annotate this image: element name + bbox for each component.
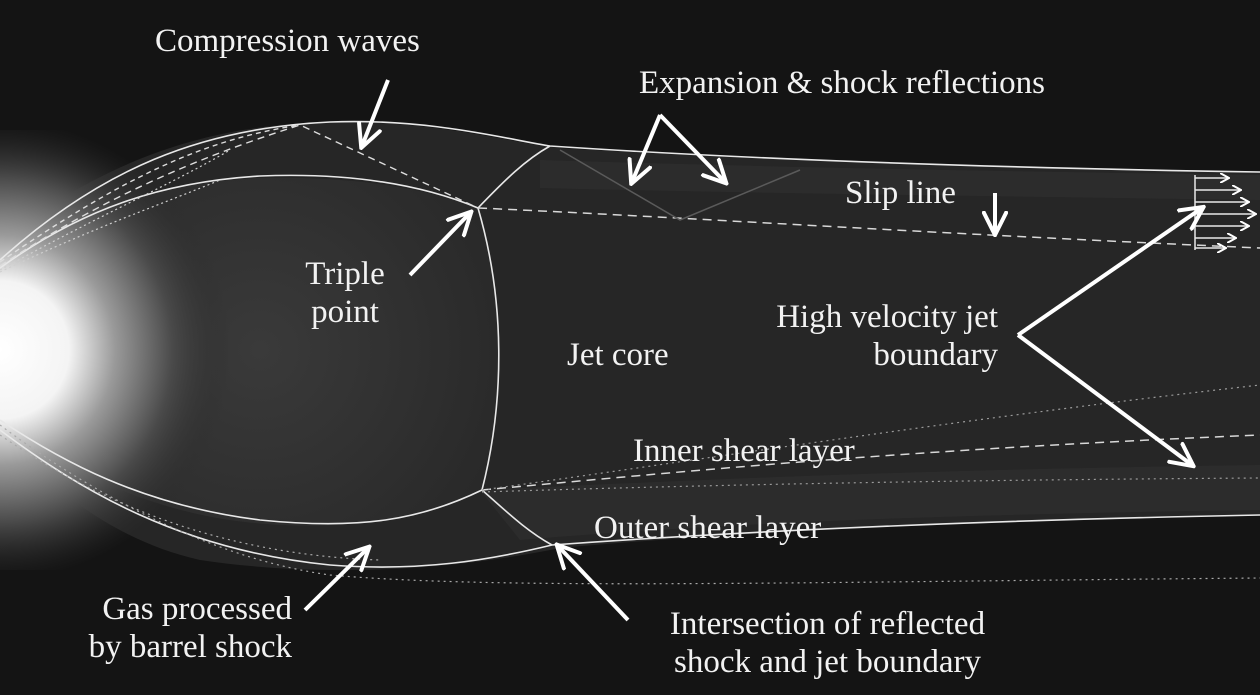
jet-boundary-upper (0, 120, 1260, 261)
inner-shear-dotted (481, 384, 1260, 491)
label-intersection-line-2: shock and jet boundary (673, 644, 981, 680)
label-triple-point: Triple point (295, 255, 395, 331)
reflected-shock-upper (477, 145, 551, 209)
jet-boundary-lower (0, 429, 1260, 568)
label-intersection-line-1: Intersection of reflected (669, 606, 986, 642)
mach-disk (477, 207, 500, 491)
arrow-expansion-right (658, 113, 725, 182)
barrel-shock-lower (0, 419, 483, 525)
label-high-velocity-line-1: High velocity jet (776, 299, 998, 335)
compression-wave-2 (0, 124, 479, 267)
arrow-gas-processed (303, 548, 368, 612)
label-gas-processed: Gas processed by barrel shock (40, 590, 292, 666)
compression-wave-1 (0, 124, 301, 263)
arrow-triple-point (408, 213, 470, 277)
slip-line-upper (477, 207, 1260, 249)
label-jet-core: Jet core (567, 337, 669, 373)
label-outer-shear-layer: Outer shear layer (594, 510, 822, 546)
label-triple-point-line-2: point (311, 294, 379, 330)
label-high-velocity-jet-boundary: High velocity jet boundary (718, 298, 998, 374)
nozzle-exit-glow (0, 130, 260, 570)
arrow-expansion-left (632, 114, 662, 182)
label-intersection: Intersection of reflected shock and jet … (630, 605, 1025, 681)
annotation-arrows (303, 79, 1202, 622)
reflected-shock-lower (481, 489, 553, 546)
arrow-compression-waves (362, 79, 390, 146)
compression-wave-4 (0, 179, 221, 273)
barrel-shock-upper (0, 174, 479, 269)
label-gas-processed-line-1: Gas processed (102, 591, 292, 627)
label-compression-waves: Compression waves (155, 23, 420, 59)
arrow-high-velocity-upper (1016, 208, 1202, 337)
slip-line-lower (481, 434, 1260, 491)
label-gas-processed-line-2: by barrel shock (88, 629, 292, 665)
label-high-velocity-line-2: boundary (873, 337, 998, 373)
label-slip-line: Slip line (845, 175, 956, 211)
arrow-high-velocity-lower (1016, 333, 1192, 465)
label-triple-point-line-1: Triple (305, 256, 385, 292)
compression-wave-3 (0, 149, 231, 271)
label-inner-shear-layer: Inner shear layer (633, 433, 855, 469)
expansion-faint-lines (559, 149, 801, 221)
inner-shear-dotted-2 (481, 477, 1260, 493)
arrow-intersection (558, 546, 630, 622)
label-expansion-shock-reflections: Expansion & shock reflections (639, 65, 1045, 101)
lower-shear-band (480, 465, 1260, 540)
